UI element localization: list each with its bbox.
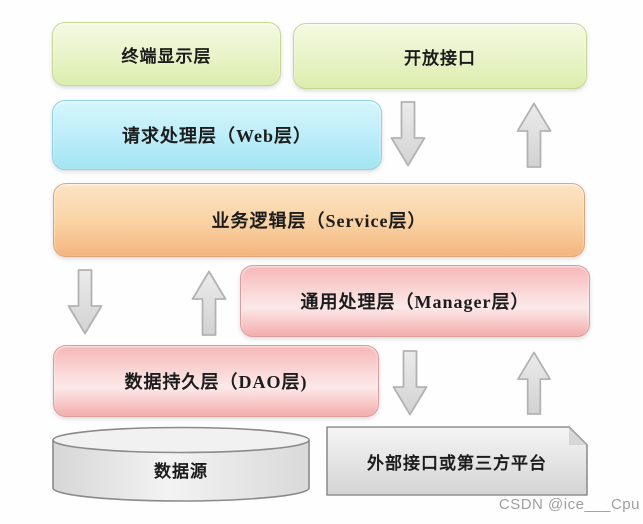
layer-dao-label: 数据持久层（DAO层) bbox=[124, 372, 308, 392]
layer-terminal-display: 终端显示层 bbox=[52, 22, 281, 86]
down-arrow-icon bbox=[392, 350, 428, 416]
up-arrow-icon bbox=[517, 351, 551, 415]
up-arrow-icon bbox=[191, 270, 227, 336]
layer-web-label: 请求处理层（Web层） bbox=[121, 126, 312, 146]
layer-terminal-display-label: 终端显示层 bbox=[121, 46, 212, 66]
layer-manager-label: 通用处理层（Manager层） bbox=[300, 292, 530, 312]
datasource-label: 数据源 bbox=[51, 440, 311, 498]
external-platform-label-text: 外部接口或第三方平台 bbox=[367, 453, 547, 473]
external-platform-label: 外部接口或第三方平台 bbox=[326, 430, 588, 492]
layer-service-label: 业务逻辑层（Service层） bbox=[211, 211, 427, 231]
database-cylinder-icon bbox=[52, 426, 310, 502]
down-arrow-icon bbox=[67, 269, 103, 335]
external-platform-shape bbox=[326, 426, 588, 496]
layer-open-interface: 开放接口 bbox=[293, 23, 587, 89]
layer-open-interface-label: 开放接口 bbox=[404, 48, 476, 68]
watermark: CSDN @ice___Cpu bbox=[498, 496, 640, 513]
layer-service: 业务逻辑层（Service层） bbox=[53, 183, 585, 257]
layer-web: 请求处理层（Web层） bbox=[52, 100, 382, 170]
datasource-label-text: 数据源 bbox=[154, 461, 208, 481]
down-arrow-icon bbox=[390, 101, 426, 167]
layer-manager: 通用处理层（Manager层） bbox=[240, 265, 590, 337]
up-arrow-icon bbox=[516, 102, 552, 168]
layer-dao: 数据持久层（DAO层) bbox=[53, 345, 379, 417]
